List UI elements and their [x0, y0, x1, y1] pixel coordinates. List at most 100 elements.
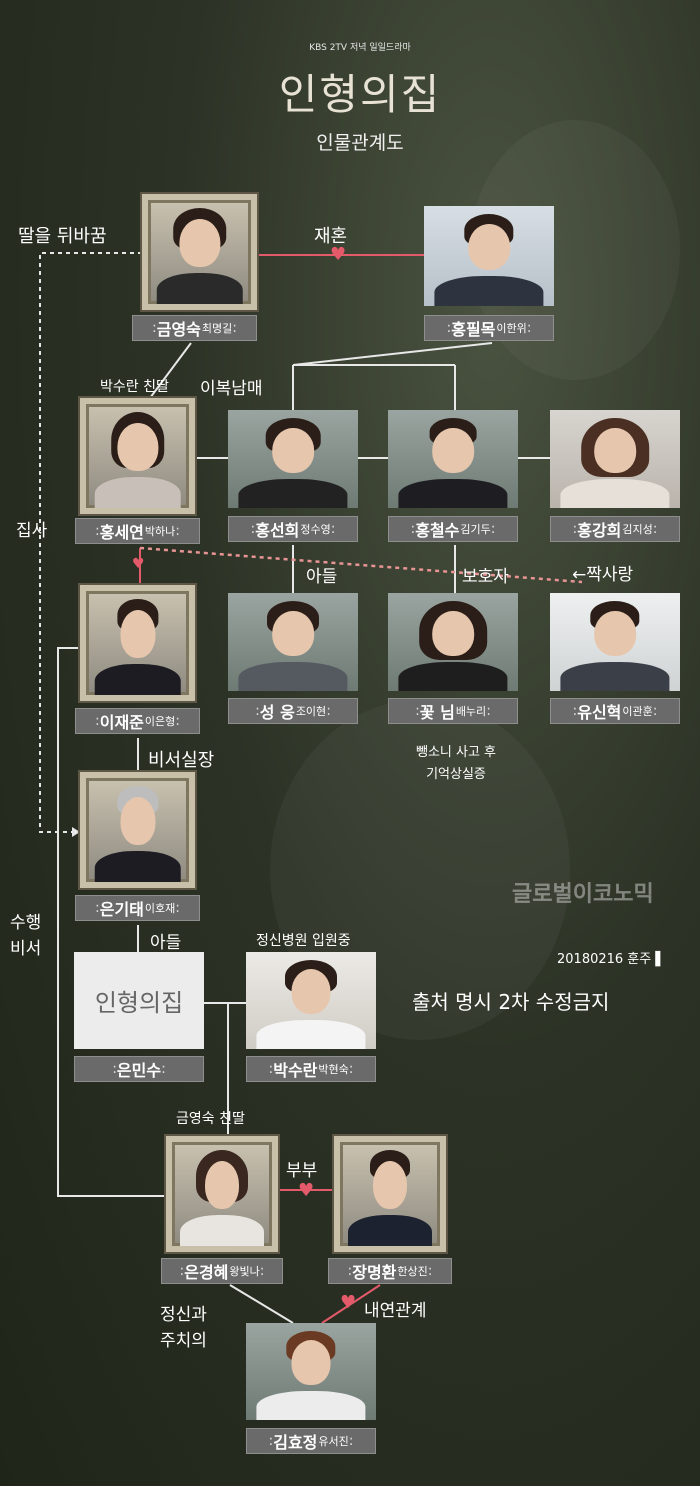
label-son2: 아들 [150, 933, 182, 953]
character-name: 유신혁 [577, 703, 622, 722]
character-name: 홍선희 [255, 521, 300, 540]
broadcaster-label: KBS 2TV 저녁 일일드라마 [309, 43, 411, 53]
actor-name: 왕빛나 [229, 1265, 260, 1278]
swap-arrowhead [72, 827, 80, 837]
character-name: 홍철수 [415, 521, 460, 540]
affair-line [321, 1284, 381, 1324]
character-name: 장명환 [352, 1263, 397, 1282]
label-accompanying-secretary-1: 수행 [10, 913, 42, 933]
portrait-yu-sinhyeok [550, 593, 680, 691]
actor-name: 이호재 [144, 902, 176, 915]
label-spouses: 부부 [286, 1161, 318, 1181]
label-swapped-daughter: 딸을 뒤바꿈 [18, 226, 107, 247]
pilmok-children-line [292, 342, 493, 366]
label-butler: 집사 [16, 521, 48, 541]
actor-name: 배누리 [455, 705, 487, 718]
character-name: 은민수 [116, 1061, 162, 1080]
label-psychiatrist-1: 정신과 [160, 1305, 207, 1325]
heart-icon: ♥ [298, 1180, 315, 1201]
character-name: 은기태 [99, 900, 144, 919]
actor-name: 한상진 [397, 1265, 428, 1278]
portrait-eun-gyeonghye [166, 1136, 278, 1252]
actor-name: 박하나 [144, 525, 176, 538]
label-hit-and-run-2: 기억상실증 [426, 767, 486, 782]
actor-name: 이관훈 [622, 705, 653, 718]
label-half-siblings: 이복남매 [200, 379, 263, 399]
portrait-hong-cheolsu [388, 410, 518, 508]
youngsook-seyeon-line [149, 342, 192, 399]
character-name: 꽃 님 [419, 703, 455, 722]
portrait-geum-youngsook [142, 194, 257, 310]
character-name: 은경혜 [184, 1263, 229, 1282]
label-chief-secretary: 비서실장 [148, 750, 215, 771]
label-hit-and-run-1: 뺑소니 사고 후 [415, 745, 497, 760]
label-accompanying-secretary-2: 비서 [10, 939, 42, 959]
character-name: 이재준 [99, 713, 144, 732]
character-name: 박수란 [273, 1061, 318, 1080]
nameplate-eun-minsu: :은민수: [74, 1056, 204, 1082]
portrait-jang-myeonghwan [334, 1136, 446, 1252]
label-guardian: 보호자 [462, 567, 509, 587]
actor-name: 김지성 [622, 523, 653, 536]
diagram-subtitle: 인물관계도 [316, 132, 404, 154]
actor-name: 최명길 [201, 322, 233, 335]
character-name: 성 웅 [259, 703, 295, 722]
portrait-seongwoong [228, 593, 358, 691]
portrait-hong-seyeon [80, 398, 195, 514]
actor-name: 조이현 [295, 705, 327, 718]
character-name: 홍세연 [99, 523, 144, 542]
portrait-hong-kanghee [550, 410, 680, 508]
actor-name: 이한위 [496, 322, 527, 335]
header: KBS 2TV 저녁 일일드라마 인형의집 인물관계도 [250, 40, 470, 155]
heart-icon: ♥ [340, 1292, 357, 1313]
swap-dashed-line [39, 252, 142, 833]
actor-name: 유서진 [318, 1435, 349, 1448]
drama-title: 인형의집 [278, 70, 442, 119]
label-crush: ←짝사랑 [572, 565, 634, 585]
label-remarriage: 재혼 [314, 226, 348, 247]
jaejun-secretary-bracket [57, 647, 166, 1197]
actor-name: 박현숙 [318, 1063, 349, 1076]
crush-dashed-line [139, 546, 583, 584]
label-youngsook-real-daughter: 금영숙 친딸 [176, 1111, 245, 1127]
actor-name: 정수영 [300, 523, 331, 536]
character-name: 금영숙 [156, 320, 201, 339]
copyright-notice: 출처 명시 2차 수정금지 [412, 990, 610, 1014]
label-suran-real-daughter: 박수란 친딸 [100, 379, 169, 395]
label-affair: 내연관계 [364, 1301, 427, 1321]
character-name: 홍필목 [451, 320, 496, 339]
label-psych-hospital: 정신병원 입원중 [256, 933, 351, 949]
portrait-kim-hyojeong [246, 1323, 376, 1420]
portrait-park-suran [246, 952, 376, 1049]
portrait-kkotnim [388, 593, 518, 691]
label-psychiatrist-2: 주치의 [160, 1331, 207, 1351]
portrait-lee-jaejun [80, 585, 195, 701]
portrait-eun-gitae [80, 772, 195, 888]
actor-name: 이은형 [144, 715, 176, 728]
character-name: 김효정 [273, 1433, 318, 1452]
actor-name: 김기두 [460, 523, 491, 536]
gyeonghye-hyojeong-line [229, 1284, 294, 1324]
heart-icon: ♥ [132, 556, 145, 572]
portrait-hong-pilmok [424, 206, 554, 306]
heart-icon: ♥ [330, 244, 347, 265]
watermark: 글로벌이코노믹 [512, 882, 654, 907]
label-son: 아들 [306, 567, 338, 587]
placeholder-drama-logo: 인형의집 [74, 952, 204, 1049]
character-name: 홍강희 [577, 521, 622, 540]
portrait-hong-seonhee [228, 410, 358, 508]
